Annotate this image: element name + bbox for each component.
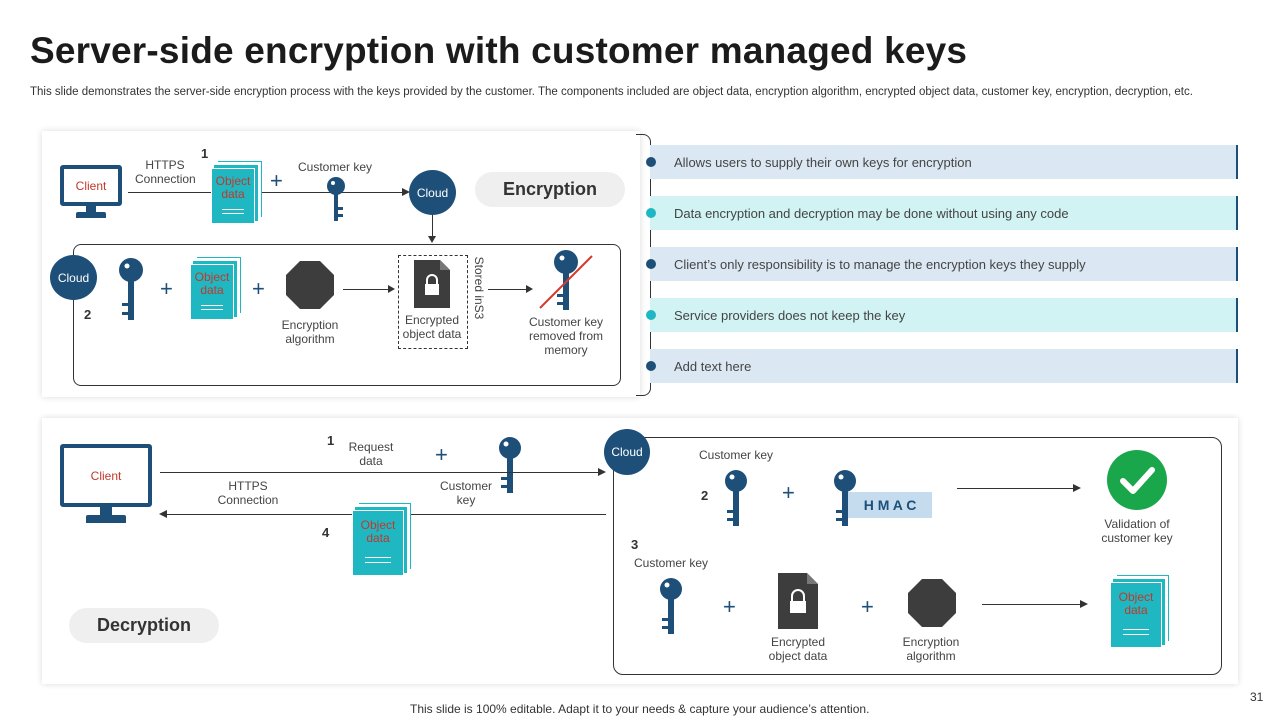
https-label: HTTPS Connection — [217, 479, 279, 507]
cloud-node: Cloud — [604, 429, 650, 475]
plus-icon: + — [723, 594, 736, 619]
decryption-process-box — [613, 437, 1222, 675]
object-data-label: Object data — [194, 270, 230, 297]
bullet-item: Add text here — [650, 349, 1238, 383]
key-icon — [119, 258, 143, 320]
encrypted-file-lock-icon — [414, 260, 450, 308]
arrow — [488, 289, 528, 290]
bullet-marker — [646, 259, 656, 269]
decryption-pill: Decryption — [69, 608, 219, 643]
arrow-head — [1080, 600, 1088, 608]
cloud-node-2: Cloud — [50, 255, 97, 300]
plus-icon: + — [160, 276, 173, 301]
arrow-request — [160, 472, 600, 473]
object-data-label: Object data — [215, 174, 251, 201]
arrow-head — [428, 236, 436, 243]
object-data-doc: Object data — [211, 168, 255, 224]
key-icon — [327, 177, 345, 221]
client-label: Client — [60, 165, 122, 206]
validation-label: Validation of customer key — [1101, 517, 1173, 545]
encrypted-object-data-label: Encrypted object data — [402, 313, 462, 341]
client-label: Client — [60, 444, 152, 507]
plus-icon: + — [252, 276, 265, 301]
arrow — [982, 604, 1082, 605]
key-icon — [725, 470, 747, 526]
bullet-marker — [646, 310, 656, 320]
footer-note: This slide is 100% editable. Adapt it to… — [410, 702, 870, 716]
check-icon — [1107, 450, 1167, 510]
arrow-head — [159, 510, 167, 518]
bullet-marker — [646, 361, 656, 371]
bullet-text: Service providers does not keep the key — [674, 307, 906, 323]
cloud-node: Cloud — [409, 170, 456, 215]
encrypted-file-lock-icon — [778, 573, 818, 629]
customer-key-label: Customer key — [698, 448, 774, 462]
object-data-doc: Object data — [352, 510, 404, 576]
page-title: Server-side encryption with customer man… — [30, 30, 968, 71]
plus-icon: + — [861, 594, 874, 619]
arrow-head — [388, 285, 395, 293]
arrow — [957, 488, 1075, 489]
key-icon — [499, 437, 521, 493]
step-2-label: 2 — [701, 488, 709, 503]
removed-key-icon — [539, 250, 593, 310]
bullet-text: Data encryption and decryption may be do… — [674, 205, 1069, 221]
bullet-item: Service providers does not keep the key — [650, 298, 1238, 332]
customer-key-label: Customer key — [633, 556, 709, 570]
stored-in-s3-label: Stored inS3 — [472, 256, 486, 320]
key-removed-label: Customer key removed from memory — [528, 315, 604, 357]
bullet-marker — [646, 208, 656, 218]
step-1-label: 1 — [201, 146, 209, 161]
encrypted-data-box — [398, 255, 468, 349]
step-3-label: 3 — [631, 537, 639, 552]
plus-icon: + — [435, 442, 448, 467]
step-2-label: 2 — [84, 307, 92, 322]
bullet-item: Data encryption and decryption may be do… — [650, 196, 1238, 230]
arrow — [343, 289, 391, 290]
arrow-client-cloud — [128, 192, 408, 193]
bullet-list: Allows users to supply their own keys fo… — [650, 145, 1238, 383]
bullet-item: Allows users to supply their own keys fo… — [650, 145, 1238, 179]
arrow-head — [598, 468, 606, 476]
bullet-item: Client’s only responsibility is to manag… — [650, 247, 1238, 281]
bullet-text: Allows users to supply their own keys fo… — [674, 154, 972, 170]
client-monitor: Client — [60, 444, 152, 526]
hmac-badge: H M A C — [848, 492, 932, 518]
customer-key-label: Customer key — [439, 479, 492, 507]
key-icon — [834, 470, 856, 526]
encryption-algorithm-icon — [286, 261, 334, 309]
page-number: 31 — [1250, 690, 1264, 704]
bullet-text: Add text here — [674, 358, 752, 374]
object-data-label: Object data — [360, 518, 396, 545]
bullet-marker — [646, 157, 656, 167]
step-4-label: 4 — [322, 525, 330, 540]
encryption-algorithm-icon — [908, 579, 956, 627]
arrow-head — [1073, 484, 1081, 492]
step-1-label: 1 — [327, 433, 335, 448]
encryption-pill: Encryption — [475, 172, 625, 207]
object-data-doc: Object data — [1110, 582, 1162, 648]
object-data-doc: Object data — [190, 264, 234, 320]
arrow-cloud-down — [432, 215, 433, 237]
key-icon — [660, 578, 682, 634]
encryption-process-box — [73, 244, 621, 386]
client-monitor: Client — [60, 165, 122, 223]
page-subtitle: This slide demonstrates the server-side … — [30, 86, 1193, 98]
request-data-label: Request data — [348, 440, 394, 468]
arrow-head — [526, 285, 533, 293]
object-data-label: Object data — [1118, 590, 1154, 617]
https-label: HTTPS Connection — [135, 158, 196, 186]
encryption-algorithm-label: Encryption algorithm — [281, 318, 339, 346]
encryption-algorithm-label: Encryption algorithm — [902, 635, 960, 663]
customer-key-label: Customer key — [297, 160, 373, 174]
plus-icon: + — [270, 168, 283, 193]
arrow-head — [402, 188, 410, 196]
plus-icon: + — [782, 480, 795, 505]
bullet-text: Client’s only responsibility is to manag… — [674, 256, 1086, 272]
encrypted-object-data-label: Encrypted object data — [768, 635, 828, 663]
